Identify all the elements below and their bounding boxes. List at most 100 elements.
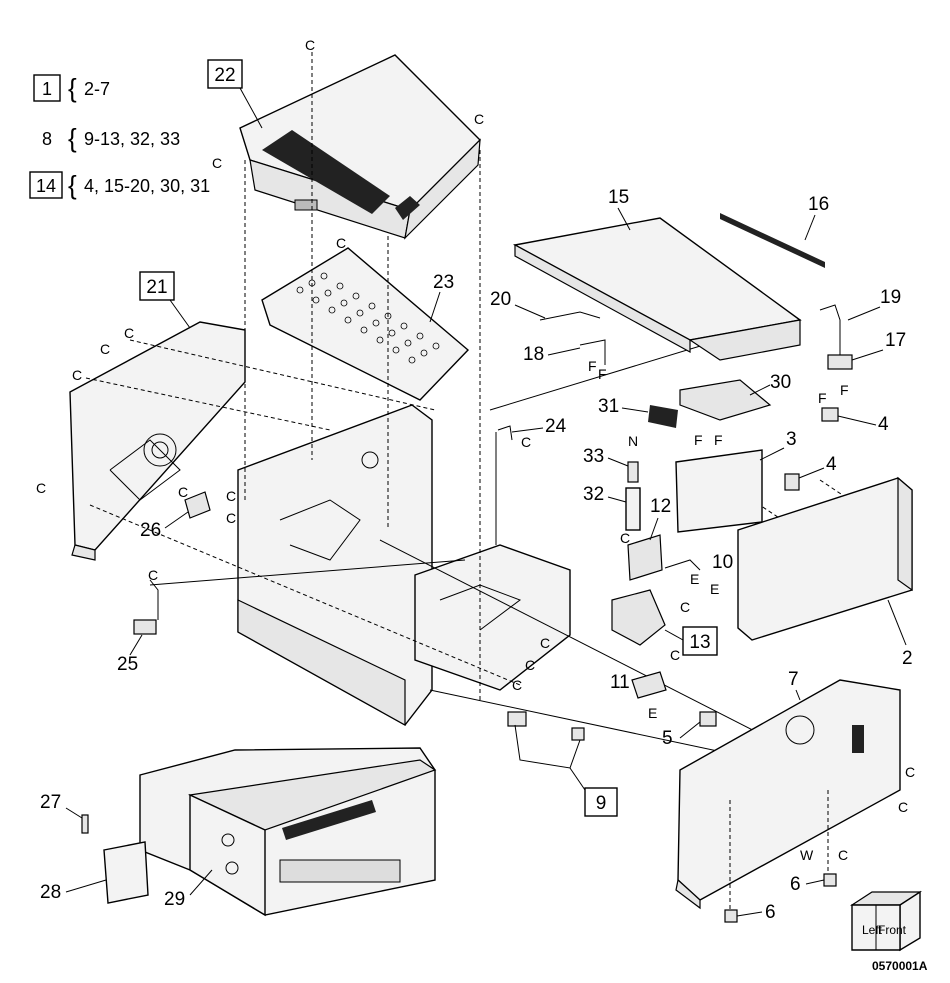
conn-n-1: N [628,433,638,449]
callout-32: 32 [583,484,604,505]
label-27 [81,814,89,834]
callout-3: 3 [786,429,797,450]
conn-c-15: C [680,599,690,615]
pad-31 [648,405,678,428]
part-4a [821,407,839,422]
callout-28: 28 [40,882,61,903]
clip-24 [497,425,513,441]
cube-front-label: Front [878,923,907,937]
conn-c-10: C [226,488,236,504]
foot-6a [823,873,837,887]
conn-c-4: C [336,235,346,251]
callout-6a: 6 [790,874,801,895]
legend-box-14 [29,171,63,199]
left-cover-21 [69,321,246,561]
bracket-25a [149,579,159,620]
leader-2 [887,599,907,646]
part-5 [699,711,717,727]
callout-box-22 [207,59,243,89]
bracket-25 [133,619,157,635]
leader-6b [736,911,763,917]
right-cover-7 [675,679,901,910]
leader-26 [164,511,189,529]
leader-15 [617,207,631,231]
callout-10: 10 [712,552,733,573]
figure-id: 0570001A [872,959,928,973]
conn-c-9: C [178,484,188,500]
leader-21 [169,299,191,329]
callout-25: 25 [117,654,138,675]
callout-15: 15 [608,187,629,208]
legend-ref-1: 1 [42,79,52,99]
leader-20 [514,304,546,319]
conn-c-19: C [670,647,680,663]
conn-c-13: C [521,434,531,450]
callout-7: 7 [788,669,799,690]
bracket-19 [819,304,841,360]
conn-c-22: C [838,847,848,863]
conn-c-16: C [540,635,550,651]
cover-15 [512,217,802,361]
leader-29 [189,869,213,896]
leader-12 [649,517,659,541]
bracket-12 [627,534,663,581]
bracket-18 [579,339,606,365]
callout-4b: 4 [826,454,837,475]
callout-29: 29 [164,889,185,910]
conn-e-2: E [710,581,719,597]
callout-11: 11 [610,672,630,693]
conn-f-6: F [840,382,849,398]
conn-c-2: C [474,111,484,127]
callout-16: 16 [808,194,829,215]
callout-27: 27 [40,792,61,813]
legend: 1 { 2-7 8 { 9-13, 32, 33 14 { 4, 15-20, … [29,73,210,200]
callout-9: 9 [596,793,607,814]
leader-30 [749,384,771,396]
bracket-30 [679,379,772,421]
leader-27 [65,807,83,819]
callout-22: 22 [214,65,235,86]
leader-33 [607,457,629,467]
foot-6b [724,909,738,923]
conn-c-3: C [212,155,222,171]
callout-20: 20 [490,289,511,310]
leader-3 [759,447,785,461]
callout-31: 31 [598,396,619,417]
main-chassis [237,404,571,727]
conn-e-3: E [648,705,657,721]
leader-4a [837,415,877,426]
sheet-3 [675,449,763,533]
leader-13 [664,629,684,641]
screw-33 [627,461,639,483]
conn-c-8: C [36,480,46,496]
callout-17: 17 [885,330,906,351]
conn-f-4: F [714,432,723,448]
conn-c-5: C [124,325,134,341]
callout-23: 23 [433,272,454,293]
leader-18 [547,347,581,356]
conn-c-20: C [905,764,915,780]
callout-box-21 [139,271,175,301]
callout-24: 24 [545,416,567,437]
leader-28 [65,879,107,893]
leader-7 [795,689,801,701]
callout-box-9 [584,787,618,817]
leader-31 [621,407,649,413]
spring-32 [625,487,641,531]
bracket-20 [539,311,601,321]
bracket-26 [184,491,211,519]
leader-6a [805,879,825,885]
callout-33: 33 [583,446,604,467]
callout-26: 26 [140,520,161,541]
conn-c-11: C [226,510,236,526]
conn-f-5: F [818,390,827,406]
conn-c-7: C [72,367,82,383]
top-cover-22 [239,54,481,240]
callout-13: 13 [689,632,710,653]
legend-range-8: 9-13, 32, 33 [84,129,180,149]
callout-30: 30 [770,372,791,393]
leader-19 [847,306,881,321]
legend-brace-14: { [68,170,77,200]
legend-box-1 [33,74,61,102]
